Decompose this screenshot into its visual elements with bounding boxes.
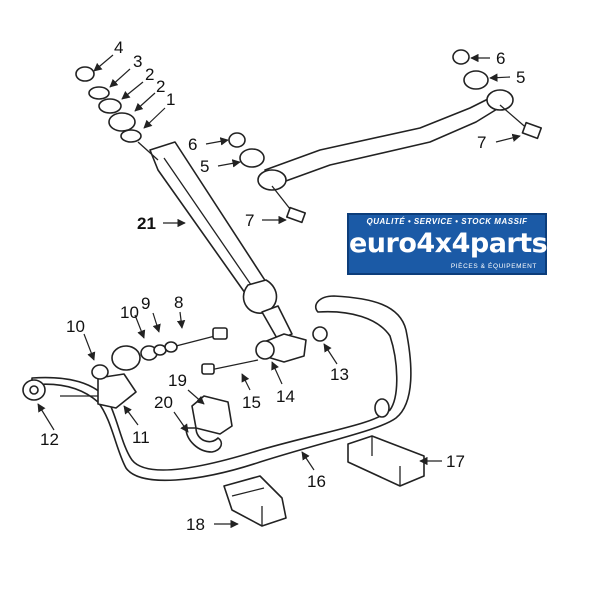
callout-19: 19 (168, 371, 187, 390)
callout-arrows (37, 53, 521, 529)
callout-2b: 2 (156, 77, 165, 96)
track-rod (257, 89, 514, 191)
callout-6a: 6 (188, 135, 197, 154)
callout-13: 13 (330, 365, 349, 384)
callout-20: 20 (154, 393, 173, 412)
bolt-7-left (271, 185, 307, 224)
mounting-block-18 (223, 475, 287, 527)
callout-3: 3 (133, 52, 142, 71)
track-rod-bushings-left (228, 132, 265, 168)
callout-5b: 5 (516, 68, 525, 87)
drop-link-assembly (22, 327, 228, 409)
callout-18: 18 (186, 515, 205, 534)
euro4x4parts-logo-banner: QUALITÉ • SERVICE • STOCK MASSIF euro4x4… (347, 213, 600, 275)
bolt-7-right (499, 104, 543, 140)
callout-1: 1 (166, 90, 175, 109)
track-rod-bushings-right (452, 49, 489, 90)
radius-arm (149, 141, 293, 341)
clamp-and-bush (185, 395, 233, 453)
callout-16: 16 (307, 472, 326, 491)
callout-4: 4 (114, 38, 123, 57)
callout-10a: 10 (66, 317, 85, 336)
callout-9: 9 (141, 294, 150, 313)
banner-name: euro4x4parts.com (349, 228, 600, 259)
anti-roll-bar (31, 295, 412, 482)
callout-11: 11 (132, 428, 150, 447)
callout-2a: 2 (145, 65, 154, 84)
banner-subline: PIÈCES & ÉQUIPEMENT (450, 263, 537, 270)
callout-6b: 6 (496, 49, 505, 68)
callout-17: 17 (446, 452, 465, 471)
callout-7b: 7 (477, 133, 486, 152)
arm-bushing-stack (75, 66, 159, 161)
callout-10b: 10 (120, 303, 139, 322)
callout-7a: 7 (245, 211, 254, 230)
arm-end-link (201, 326, 328, 375)
callout-labels: 4 3 2 2 1 6 5 7 6 5 7 21 8 9 10 10 13 19… (40, 38, 525, 534)
callout-14: 14 (276, 387, 295, 406)
callout-15: 15 (242, 393, 261, 412)
callout-12: 12 (40, 430, 59, 449)
callout-21: 21 (137, 214, 156, 233)
callout-5a: 5 (200, 157, 209, 176)
banner-tagline: QUALITÉ • SERVICE • STOCK MASSIF (366, 217, 528, 226)
callout-8: 8 (174, 293, 183, 312)
mounting-block-17 (347, 435, 425, 487)
